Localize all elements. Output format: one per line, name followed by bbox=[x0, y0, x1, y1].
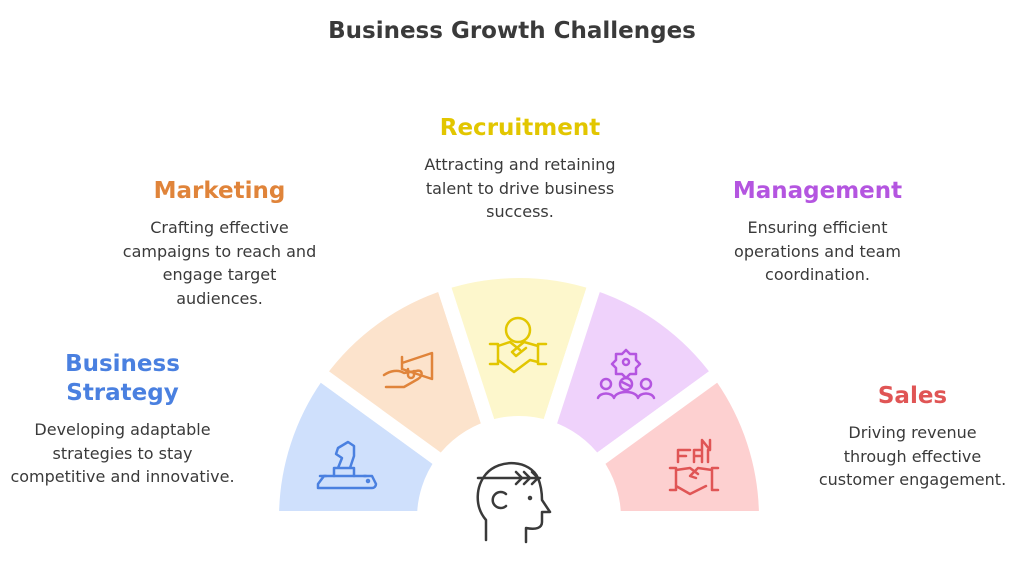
item-description: Driving revenue through effective custom… bbox=[818, 423, 1007, 489]
item-management: Management Ensuring efficient operations… bbox=[710, 177, 925, 287]
item-heading: Management bbox=[732, 178, 903, 204]
item-description: Developing adaptable strategies to stay … bbox=[10, 420, 235, 486]
item-heading: Marketing bbox=[153, 178, 286, 204]
item-description: Attracting and retaining talent to drive… bbox=[424, 155, 616, 221]
item-heading: Sales bbox=[877, 383, 948, 409]
team-gear-icon bbox=[596, 348, 656, 400]
head-arrow-icon bbox=[476, 461, 552, 544]
megaphone-hand-icon bbox=[382, 351, 434, 389]
item-description: Ensuring efficient operations and team c… bbox=[734, 218, 901, 284]
item-recruitment: Recruitment Attracting and retaining tal… bbox=[405, 114, 635, 224]
item-business-strategy: Business Strategy Developing adaptable s… bbox=[10, 350, 235, 489]
item-marketing: Marketing Crafting effective campaigns t… bbox=[122, 177, 317, 310]
item-heading: Recruitment bbox=[439, 115, 601, 141]
item-heading: Business Strategy bbox=[65, 351, 180, 406]
segment-sales bbox=[586, 363, 774, 525]
building-handshake-icon bbox=[668, 438, 720, 496]
item-description: Crafting effective campaigns to reach an… bbox=[122, 218, 317, 308]
chess-knight-icon bbox=[316, 440, 378, 490]
diagram-title: Business Growth Challenges bbox=[328, 18, 696, 44]
item-sales: Sales Driving revenue through effective … bbox=[815, 382, 1010, 492]
globe-handshake-icon bbox=[488, 316, 548, 374]
